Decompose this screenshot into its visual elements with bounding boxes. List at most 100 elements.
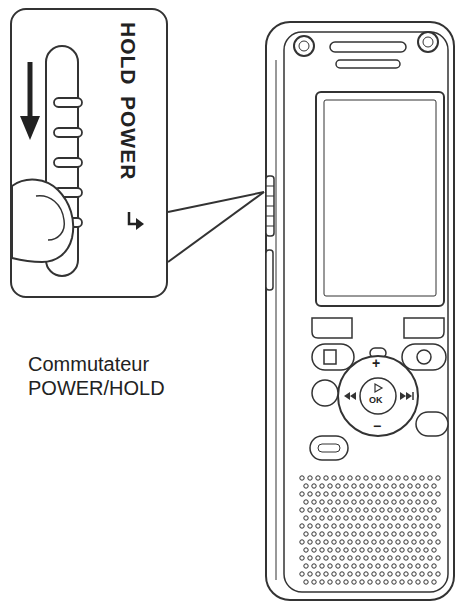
speaker-hole xyxy=(352,580,356,584)
speaker-hole xyxy=(340,572,344,576)
rewind-icon xyxy=(344,392,356,400)
speaker-hole xyxy=(336,484,340,488)
speaker-hole xyxy=(308,540,312,544)
speaker-hole xyxy=(408,548,412,552)
speaker-hole xyxy=(360,580,364,584)
speaker-hole xyxy=(372,540,376,544)
speaker-hole xyxy=(396,540,400,544)
callout-box: HOLDPOWER xyxy=(10,8,168,298)
speaker-hole xyxy=(412,476,416,480)
speaker-hole xyxy=(336,580,340,584)
speaker-hole xyxy=(436,476,440,480)
speaker-hole xyxy=(340,556,344,560)
speaker-hole xyxy=(376,548,380,552)
speaker-hole xyxy=(392,500,396,504)
speaker-hole xyxy=(384,532,388,536)
speaker-hole xyxy=(312,548,316,552)
speaker-hole xyxy=(352,516,356,520)
speaker-hole xyxy=(324,540,328,544)
speaker-hole xyxy=(304,548,308,552)
speaker-hole xyxy=(372,556,376,560)
speaker-hole xyxy=(424,564,428,568)
speaker-hole xyxy=(360,500,364,504)
speaker-hole xyxy=(384,500,388,504)
speaker-hole xyxy=(412,524,416,528)
speaker-hole xyxy=(432,548,436,552)
speaker-hole xyxy=(408,500,412,504)
speaker-hole xyxy=(432,580,436,584)
speaker-hole xyxy=(392,516,396,520)
stop-button xyxy=(312,344,354,370)
speaker-hole xyxy=(348,492,352,496)
speaker-grille xyxy=(300,476,440,584)
speaker-hole xyxy=(300,492,304,496)
speaker-hole xyxy=(300,556,304,560)
speaker-hole xyxy=(356,492,360,496)
speaker-hole xyxy=(380,492,384,496)
speaker-hole xyxy=(336,564,340,568)
speaker-hole xyxy=(388,540,392,544)
speaker-hole xyxy=(304,484,308,488)
speaker-hole xyxy=(324,524,328,528)
speaker-hole xyxy=(368,532,372,536)
speaker-hole xyxy=(352,500,356,504)
speaker-hole xyxy=(404,572,408,576)
grille-slot xyxy=(330,42,406,52)
speaker-hole xyxy=(340,492,344,496)
speaker-hole xyxy=(432,532,436,536)
side-function-button xyxy=(312,380,338,406)
speaker-hole xyxy=(356,524,360,528)
speaker-hole xyxy=(380,540,384,544)
switch-ridge xyxy=(266,196,274,197)
recorder-body xyxy=(266,22,454,600)
speaker-hole xyxy=(436,572,440,576)
speaker-hole xyxy=(316,508,320,512)
speaker-hole xyxy=(372,476,376,480)
speaker-hole xyxy=(404,492,408,496)
switch-ridge xyxy=(266,226,274,227)
speaker-hole xyxy=(352,484,356,488)
speaker-hole xyxy=(368,516,372,520)
speaker-hole xyxy=(300,508,304,512)
speaker-hole xyxy=(428,508,432,512)
speaker-hole xyxy=(376,516,380,520)
screen xyxy=(324,100,436,296)
speaker-hole xyxy=(404,540,408,544)
speaker-hole xyxy=(392,564,396,568)
speaker-hole xyxy=(320,516,324,520)
speaker-hole xyxy=(308,524,312,528)
microphone xyxy=(423,37,433,47)
grille-slot xyxy=(336,60,400,68)
speaker-hole xyxy=(356,476,360,480)
speaker-hole xyxy=(312,484,316,488)
leader-line xyxy=(168,192,264,262)
speaker-hole xyxy=(388,508,392,512)
speaker-hole xyxy=(352,532,356,536)
speaker-hole xyxy=(308,476,312,480)
speaker-hole xyxy=(396,572,400,576)
speaker-hole xyxy=(312,500,316,504)
speaker-hole xyxy=(420,476,424,480)
speaker-hole xyxy=(300,572,304,576)
speaker-hole xyxy=(420,540,424,544)
speaker-hole xyxy=(308,556,312,560)
speaker-hole xyxy=(320,484,324,488)
switch-ridge xyxy=(266,216,274,217)
speaker-hole xyxy=(416,548,420,552)
speaker-hole xyxy=(400,564,404,568)
speaker-hole xyxy=(420,508,424,512)
speaker-hole xyxy=(360,532,364,536)
speaker-hole xyxy=(352,548,356,552)
speaker-hole xyxy=(408,484,412,488)
speaker-hole xyxy=(408,564,412,568)
speaker-hole xyxy=(348,556,352,560)
speaker-hole xyxy=(400,484,404,488)
speaker-hole xyxy=(428,476,432,480)
speaker-hole xyxy=(348,476,352,480)
speaker-hole xyxy=(396,508,400,512)
speaker-hole xyxy=(316,572,320,576)
speaker-hole xyxy=(416,500,420,504)
speaker-hole xyxy=(316,556,320,560)
speaker-hole xyxy=(376,532,380,536)
side-edge xyxy=(276,60,277,580)
